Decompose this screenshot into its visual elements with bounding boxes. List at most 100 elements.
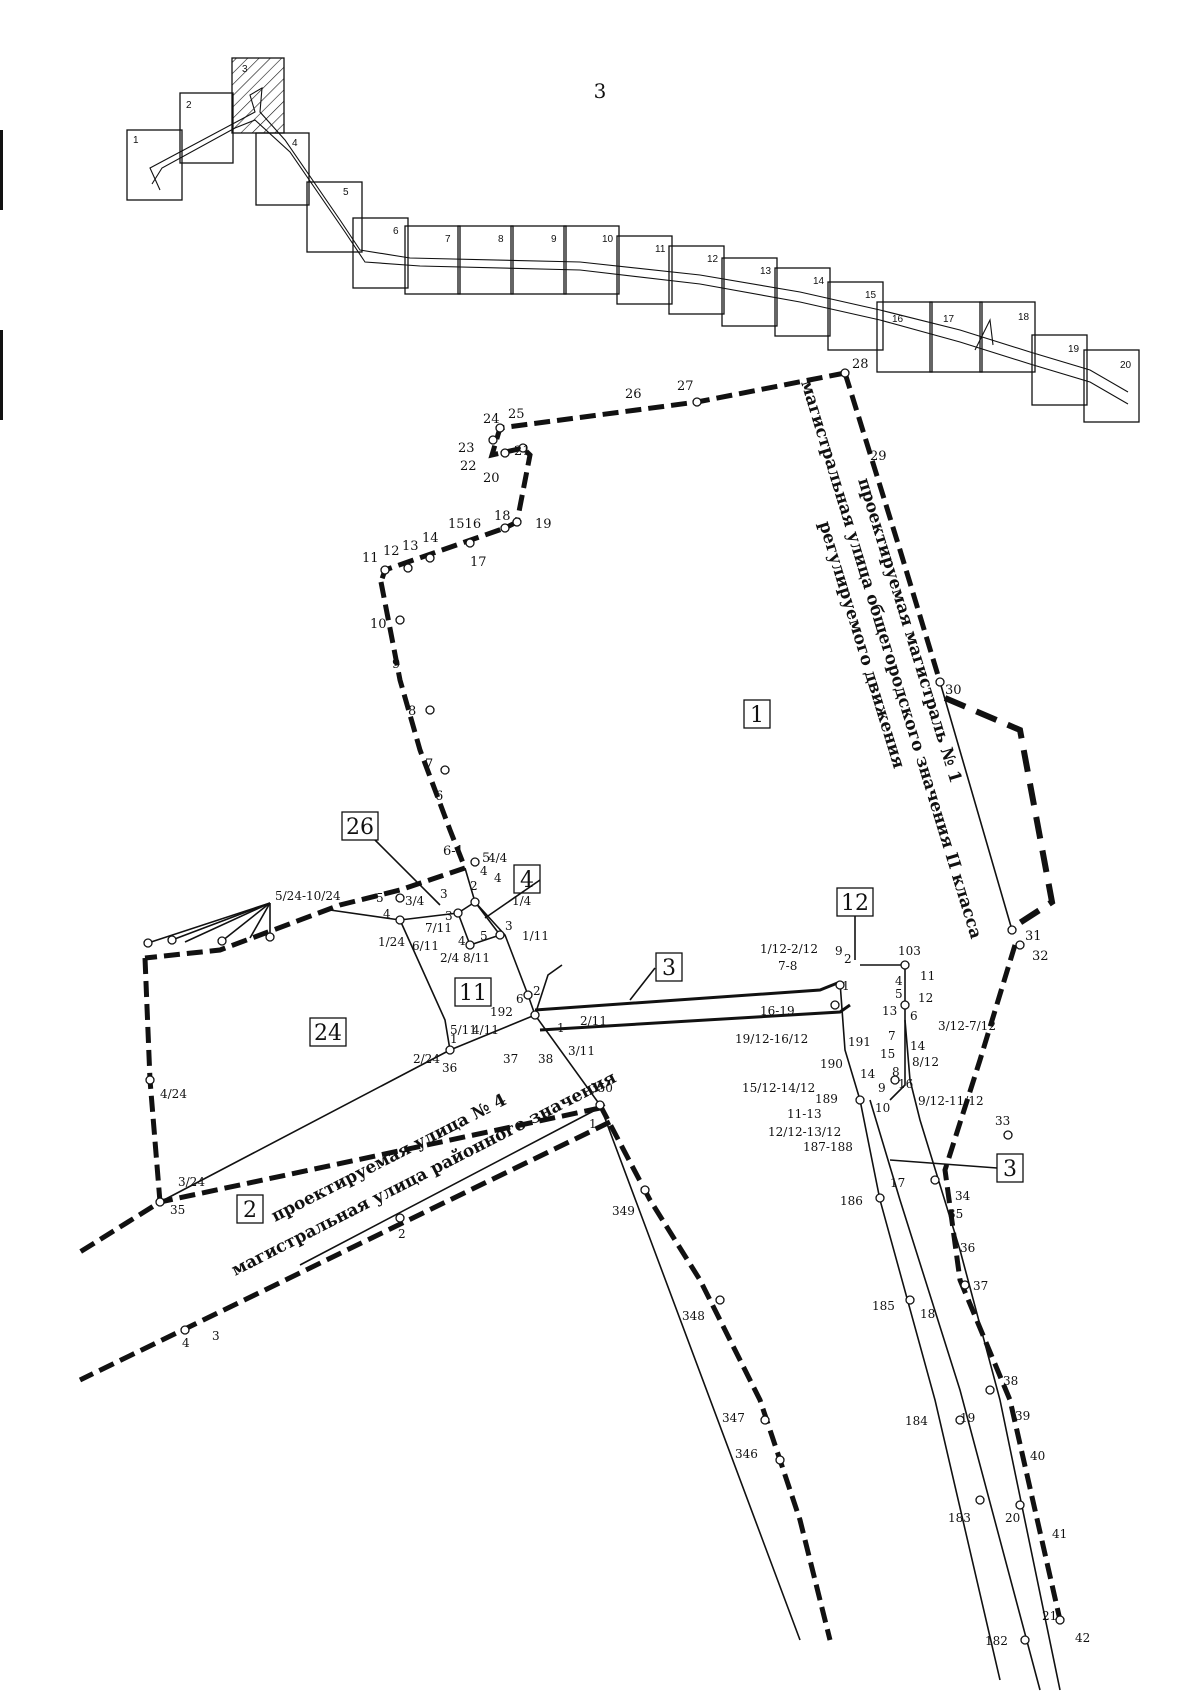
pt-label-186: 186 [840, 1194, 863, 1208]
pt-label-c5: 5 [895, 987, 903, 1001]
index-sheet-label-11: 11 [655, 244, 666, 255]
pt-label-36: 36 [442, 1061, 457, 1075]
pt-label-3-12-7-12: 3/12-7/12 [938, 1019, 996, 1033]
cross-street-3 [534, 964, 1061, 1691]
pt-label-c2: 2 [844, 952, 852, 966]
pt-label-19-12-16-12: 19/12-16/12 [735, 1032, 808, 1046]
pt-label-10: 10 [370, 617, 387, 632]
pt-label-349: 349 [612, 1204, 635, 1218]
block-label-3-east: 3 [1003, 1157, 1017, 1182]
index-sheet-4 [255, 132, 310, 206]
sheet-index-map: 1 2 3 4 5 6 7 8 9 10 11 12 13 14 15 16 1… [126, 57, 1140, 423]
index-sheet-7 [404, 225, 461, 295]
pt-label-15-12-14-12: 15/12-14/12 [742, 1081, 815, 1095]
pt-label-a3d: 3 [212, 1329, 220, 1343]
pt-label-a3: 3 [440, 887, 448, 901]
street-4-class: магистральная улица районного значения [228, 1068, 619, 1281]
pt-label-8-12: 8/12 [912, 1055, 939, 1069]
pt-label-c6: 6 [910, 1009, 918, 1023]
street-1-labels: проектируемая магистраль № 1 магистральн… [796, 378, 986, 941]
pt-label-191: 191 [848, 1035, 871, 1049]
pt-label-c7: 7 [888, 1029, 896, 1043]
pt-label-c13: 13 [882, 1004, 897, 1018]
index-sheet-label-14: 14 [813, 276, 825, 287]
pt-label-d42: 42 [1075, 1631, 1090, 1645]
pt-label-103: 103 [898, 944, 921, 958]
pt-label-a4b: 4 [480, 864, 488, 878]
pt-label-a2: 2 [470, 879, 478, 893]
pt-label-16-19: 16-19 [760, 1004, 795, 1018]
index-sheet-9 [510, 225, 567, 295]
block-label-11: 11 [459, 981, 487, 1006]
pt-label-a3c: 3 [505, 919, 513, 933]
index-sheet-label-10: 10 [602, 234, 614, 245]
pt-label-c8: 8 [892, 1065, 900, 1079]
index-sheet-10 [563, 225, 620, 295]
index-sheet-label-15: 15 [865, 290, 877, 301]
pt-label-3-11: 3/11 [568, 1044, 595, 1058]
pt-label-c14: 14 [910, 1039, 926, 1053]
index-sheet-label-5: 5 [343, 187, 349, 198]
block-label-3-west: 3 [662, 956, 676, 981]
pt-label-a6: 6 [516, 992, 524, 1006]
pt-label-9: 9 [392, 657, 400, 672]
pt-label-a4e: 4 [182, 1336, 190, 1350]
pt-label-347: 347 [722, 1411, 745, 1425]
index-sheet-6 [352, 217, 409, 289]
block-1-boundary [78, 370, 1056, 1255]
index-sheet-17 [929, 301, 983, 373]
pt-label-7-8: 7-8 [778, 959, 797, 973]
pt-label-5: 5 [482, 851, 490, 866]
index-sheet-label-16: 16 [892, 314, 904, 325]
index-sheet-label-12: 12 [707, 254, 719, 265]
pt-label-c12: 12 [918, 991, 933, 1005]
pt-label-4-24: 4/24 [160, 1087, 187, 1101]
block-label-26: 26 [346, 815, 374, 840]
pt-label-22: 22 [460, 459, 477, 474]
pt-label-346: 346 [735, 1447, 758, 1461]
pt-label-c16: 16 [898, 1077, 913, 1091]
pt-label-19: 19 [535, 517, 552, 532]
pt-label-350: 350 [590, 1081, 613, 1095]
pt-label-192: 192 [490, 1005, 513, 1019]
street-4-north-edge [159, 1105, 601, 1205]
index-sheet-label-20: 20 [1120, 360, 1132, 371]
pt-label-25: 25 [508, 407, 525, 422]
pt-label-d37: 37 [973, 1279, 988, 1293]
pt-label-38: 38 [538, 1052, 553, 1066]
pt-label-3-24: 3/24 [178, 1175, 205, 1189]
pt-label-14: 14 [422, 531, 439, 546]
pt-label-183: 183 [948, 1511, 971, 1525]
pt-label-d38: 38 [1003, 1374, 1018, 1388]
block-label-1: 1 [750, 703, 764, 728]
pt-label-c4: 4 [895, 974, 903, 988]
pt-label-33: 33 [995, 1114, 1010, 1128]
index-sheet-label-18: 18 [1018, 312, 1030, 323]
pt-label-a2b: 2 [533, 984, 541, 998]
pt-label-348: 348 [682, 1309, 705, 1323]
survey-points [143, 368, 1065, 1645]
pt-label-2-4: 2/4 [440, 951, 460, 965]
pt-label-7-11: 7/11 [425, 921, 452, 935]
index-sheet-16 [876, 301, 933, 373]
pt-label-27: 27 [677, 379, 694, 394]
pt-label-c9b: 9 [878, 1081, 886, 1095]
pt-label-d36: 36 [960, 1241, 975, 1255]
page-number: 3 [594, 79, 607, 103]
pt-label-31: 31 [1025, 929, 1042, 944]
pt-label-4-11: 4/11 [472, 1023, 499, 1037]
pt-label-182: 182 [985, 1634, 1008, 1648]
index-road-corridor-b [151, 119, 1129, 405]
pt-label-11: 11 [362, 551, 379, 566]
pt-label-18: 18 [494, 509, 511, 524]
index-sheet-5 [306, 181, 363, 253]
pt-label-23: 23 [458, 441, 475, 456]
pt-label-c1: 1 [842, 979, 850, 993]
index-road-corridor-a [149, 86, 1129, 393]
pt-label-21: 21 [514, 444, 531, 459]
index-sheet-label-7: 7 [445, 234, 451, 245]
pt-label-11-13: 11-13 [787, 1107, 822, 1121]
index-sheet-11 [616, 235, 673, 305]
pt-label-c9: 9 [835, 944, 843, 958]
